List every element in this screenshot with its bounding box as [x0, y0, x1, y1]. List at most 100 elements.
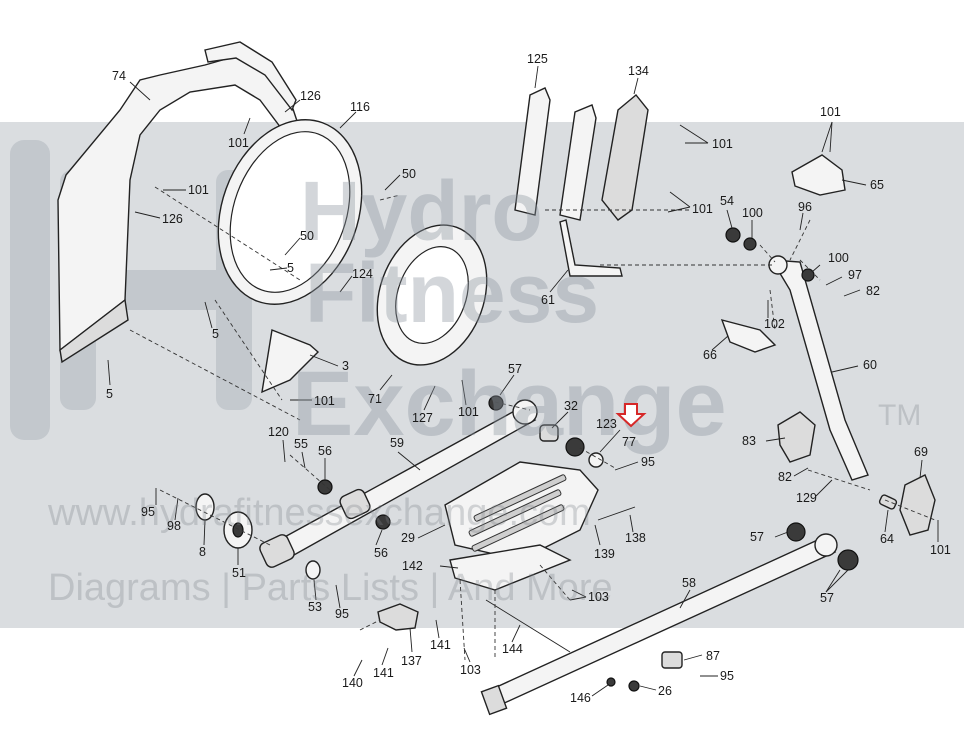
- axle-64-part: [878, 494, 898, 510]
- foot-137-part: [377, 603, 419, 631]
- bearing-57b-part: [786, 522, 806, 542]
- label-71: 71: [368, 392, 382, 406]
- label-101g: 101: [820, 105, 841, 119]
- washer-77-part: [588, 452, 604, 468]
- part-labels: 74 126 116 101 101 126 50 50 5 5 5 124 3…: [106, 52, 951, 705]
- leader-lines: [107, 65, 939, 697]
- label-101c: 101: [314, 394, 335, 408]
- label-120: 120: [268, 425, 289, 439]
- label-102: 102: [764, 317, 785, 331]
- label-50a: 50: [402, 167, 416, 181]
- label-134: 134: [628, 64, 649, 78]
- label-100a: 100: [742, 206, 763, 220]
- label-5c: 5: [106, 387, 113, 401]
- bearing-100b-part: [801, 268, 815, 282]
- label-96: 96: [798, 200, 812, 214]
- label-123: 123: [596, 417, 617, 431]
- label-101h: 101: [930, 543, 951, 557]
- label-53: 53: [308, 600, 322, 614]
- label-137: 137: [401, 654, 422, 668]
- cap-65-part: [791, 154, 846, 196]
- label-141a: 141: [430, 638, 451, 652]
- label-57b: 57: [750, 530, 764, 544]
- rear-rail-58-part: [480, 533, 838, 716]
- endcap-87-part: [661, 651, 683, 669]
- label-95b: 95: [141, 505, 155, 519]
- label-66: 66: [703, 348, 717, 362]
- label-101a: 101: [228, 136, 249, 150]
- label-59: 59: [390, 436, 404, 450]
- label-101f: 101: [692, 202, 713, 216]
- bracket-3-part: [261, 329, 320, 394]
- label-5b: 5: [212, 327, 219, 341]
- bearing-56b-part: [375, 514, 391, 530]
- watermark-tm: TM: [878, 399, 921, 432]
- bearing-57c-part: [837, 549, 859, 571]
- label-50b: 50: [300, 229, 314, 243]
- label-74: 74: [112, 69, 126, 83]
- handlebar-125-part: [514, 87, 623, 277]
- label-139: 139: [594, 547, 615, 561]
- left-shroud-part: [57, 41, 301, 364]
- ring-116-part: [217, 119, 363, 305]
- label-61: 61: [541, 293, 555, 307]
- label-29: 29: [401, 531, 415, 545]
- label-103a: 103: [588, 590, 609, 604]
- pedal-arm-59-part: [259, 399, 538, 568]
- watermark-tagline: Diagrams | Parts Lists | And More: [48, 567, 613, 609]
- label-82a: 82: [866, 284, 880, 298]
- watermark-line2: Fitness: [305, 246, 599, 340]
- label-141b: 141: [373, 666, 394, 680]
- bearing-100a-part: [743, 237, 757, 251]
- label-126b: 126: [162, 212, 183, 226]
- label-51: 51: [232, 566, 246, 580]
- label-82b: 82: [778, 470, 792, 484]
- label-101b: 101: [188, 183, 209, 197]
- label-100b: 100: [828, 251, 849, 265]
- watermark-line1: Hydro: [300, 164, 543, 258]
- label-69: 69: [914, 445, 928, 459]
- rod-138-part: [597, 506, 636, 521]
- assembly-lines: [129, 186, 936, 661]
- label-142: 142: [402, 559, 423, 573]
- nut-26-part: [628, 680, 640, 692]
- label-146: 146: [570, 691, 591, 705]
- label-129: 129: [796, 491, 817, 505]
- bracket-83-part: [777, 411, 816, 463]
- label-54: 54: [720, 194, 734, 208]
- label-98: 98: [167, 519, 181, 533]
- label-97: 97: [848, 268, 862, 282]
- plate-142-part: [449, 544, 572, 591]
- label-5a: 5: [287, 261, 294, 275]
- wheel-51-part: [223, 511, 253, 549]
- label-87: 87: [706, 649, 720, 663]
- label-8: 8: [199, 545, 206, 559]
- rod-144-part: [485, 599, 571, 653]
- label-101d: 101: [458, 405, 479, 419]
- label-56b: 56: [374, 546, 388, 560]
- label-127: 127: [412, 411, 433, 425]
- bearing-57a-part: [488, 395, 504, 411]
- label-58: 58: [682, 576, 696, 590]
- label-95a: 95: [641, 455, 655, 469]
- roller-32-part: [539, 424, 559, 442]
- label-83: 83: [742, 434, 756, 448]
- disc-71-part: [376, 224, 488, 366]
- label-140: 140: [342, 676, 363, 690]
- label-103b: 103: [460, 663, 481, 677]
- label-65: 65: [870, 178, 884, 192]
- highlight-arrow-icon: [615, 403, 647, 428]
- label-116: 116: [350, 100, 370, 114]
- upright-60-part: [768, 255, 869, 481]
- cover-134-part: [601, 94, 649, 221]
- grip-66-part: [720, 318, 777, 353]
- watermark-line3: Exchange: [292, 353, 727, 455]
- label-57c: 57: [820, 591, 834, 605]
- label-144: 144: [502, 642, 523, 656]
- label-55: 55: [294, 437, 308, 451]
- bolt-146-part: [606, 677, 616, 687]
- pedal-29-part: [444, 461, 599, 561]
- bearing-123-part: [565, 437, 585, 457]
